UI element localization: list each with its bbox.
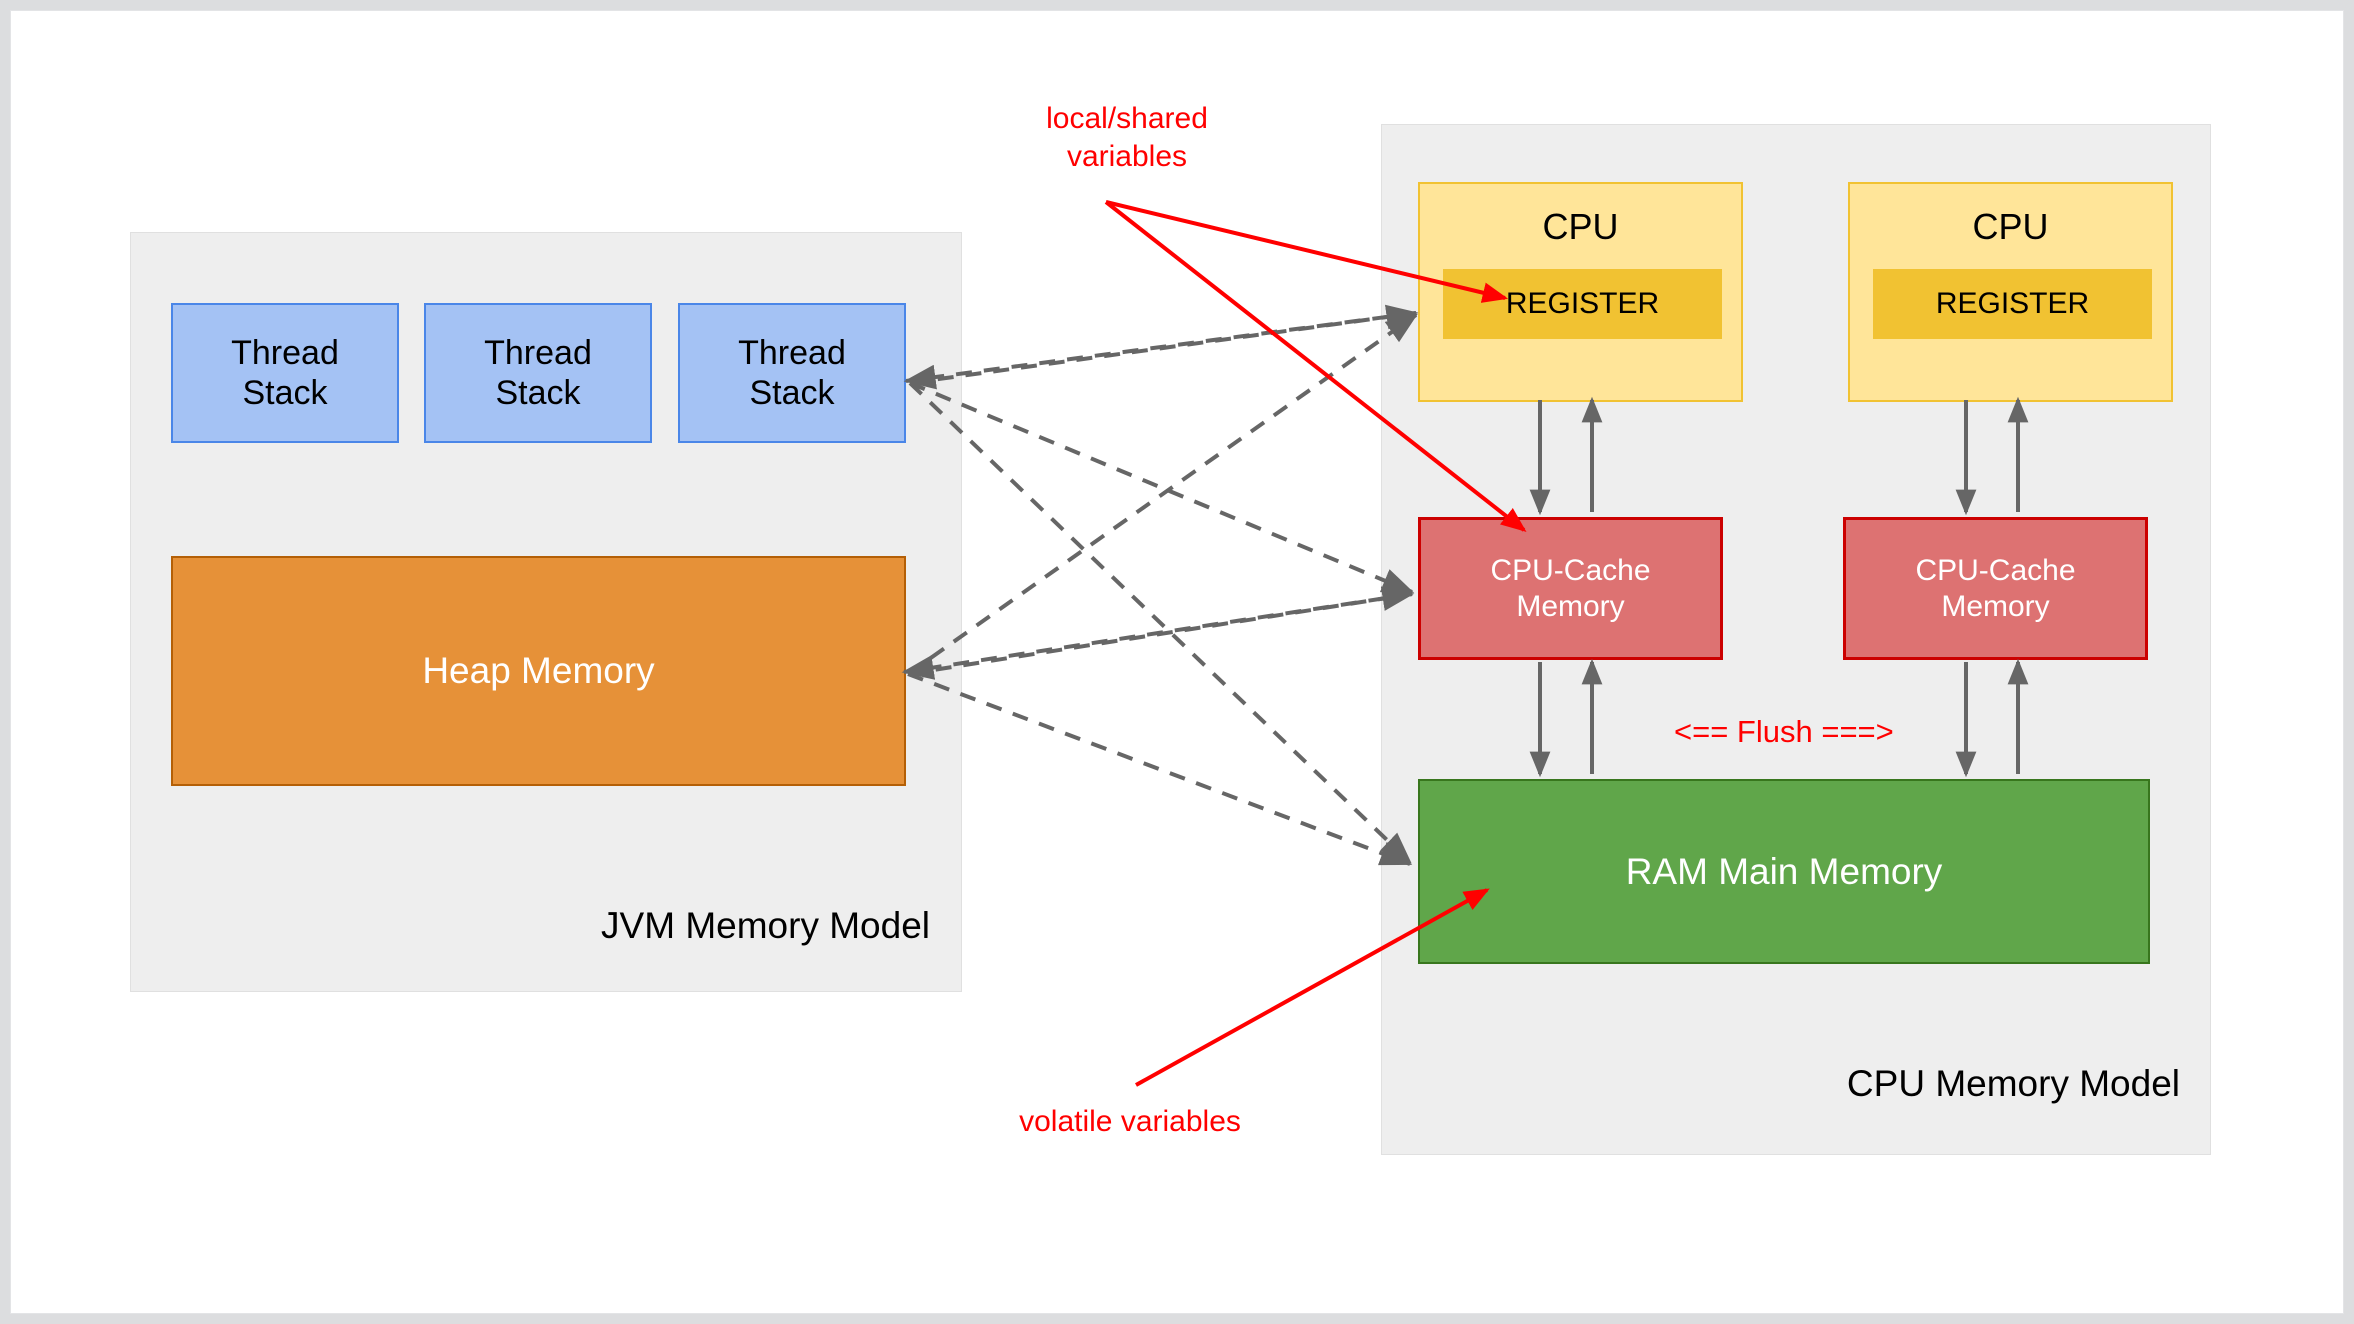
heap-memory-box[interactable]: Heap Memory — [171, 556, 906, 786]
volatile-variables-annotation: volatile variables — [1019, 1105, 1241, 1138]
cpu-panel-title: CPU Memory Model — [1846, 1063, 2180, 1104]
ram-main-memory-box[interactable]: RAM Main Memory — [1418, 779, 2150, 964]
register-box-1[interactable]: REGISTER — [1443, 269, 1722, 339]
register-box-2[interactable]: REGISTER — [1873, 269, 2152, 339]
cpu-label-1: CPU — [1542, 206, 1619, 247]
cpu-box-2[interactable]: CPU REGISTER — [1848, 182, 2173, 402]
flush-label: <== Flush ===> — [1674, 714, 1894, 749]
cpu-box-1[interactable]: CPU REGISTER — [1418, 182, 1743, 402]
jvm-panel-title: JVM Memory Model — [601, 905, 930, 946]
cpu-label-2: CPU — [1972, 206, 2049, 247]
